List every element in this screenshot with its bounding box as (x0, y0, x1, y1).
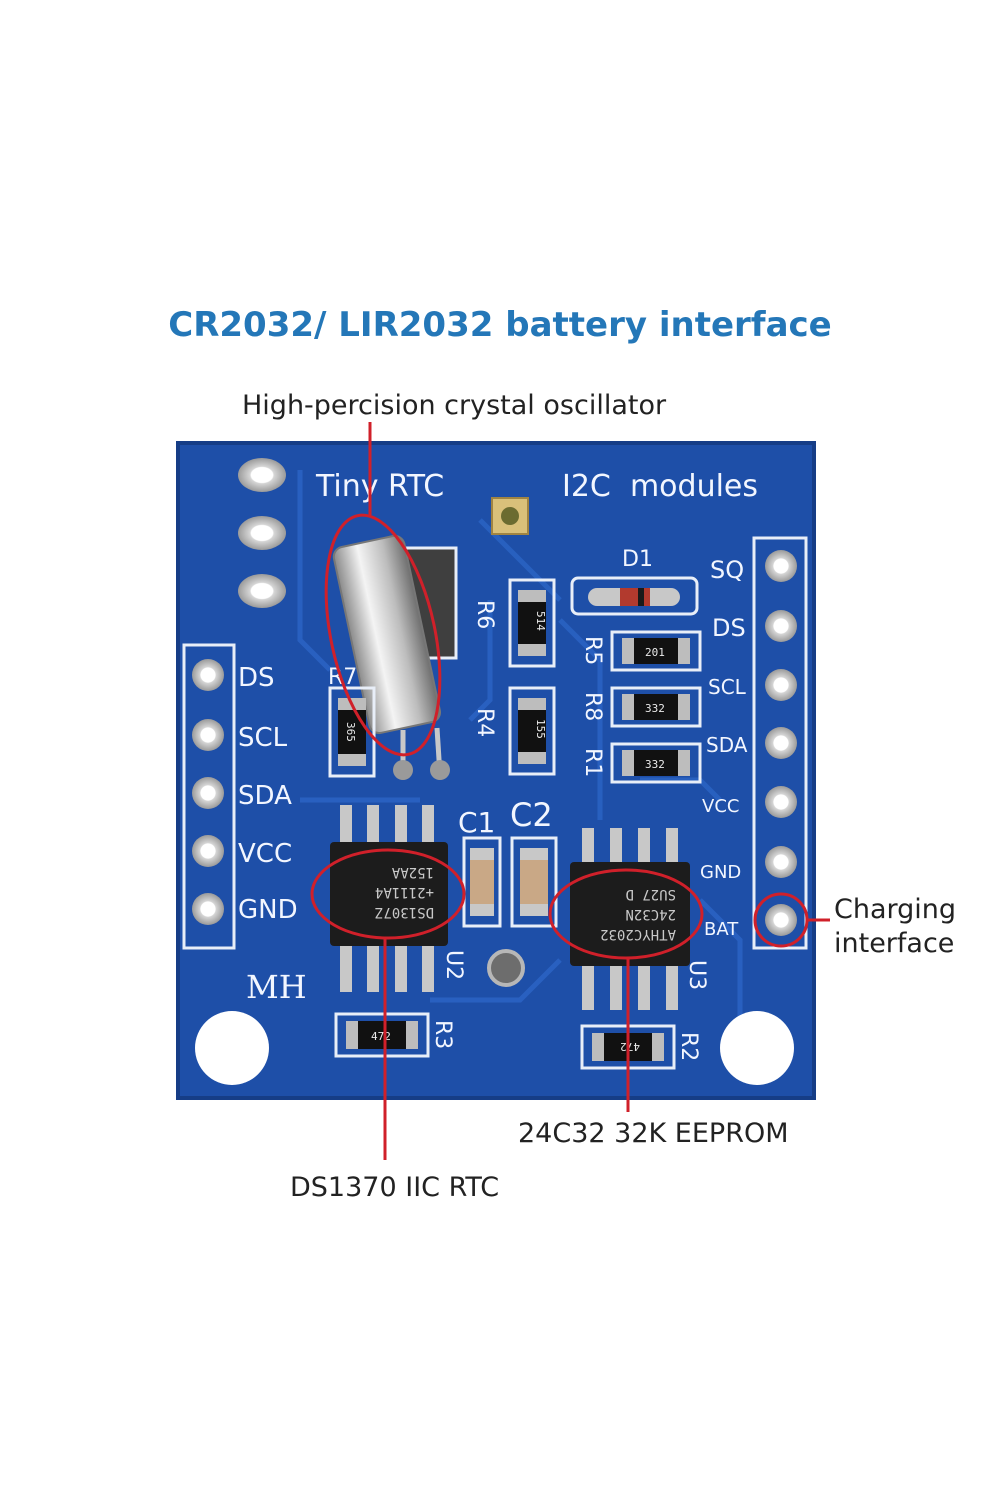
eeprom-chip-u3: ATHYC2032 24C32N SU27 D (570, 828, 690, 1010)
eeprom-chip-line-2: 24C32N (625, 906, 676, 922)
silk-r1: R1 (580, 748, 605, 777)
resistor-r6: 514 (508, 578, 556, 668)
resistor-r3: 472 (334, 1012, 430, 1058)
right-pin-label-gnd: GND (700, 862, 741, 883)
resistor-r5: 201 (610, 630, 702, 672)
resistor-r7: 365 (328, 686, 376, 778)
resistor-code-r4: 155 (534, 719, 547, 739)
left-pin-label-vcc: VCC (238, 839, 292, 869)
resistor-r8: 332 (610, 686, 702, 728)
left-pin-label-gnd: GND (238, 895, 298, 925)
eeprom-chip-line-1: ATHYC2032 (600, 926, 676, 942)
right-pin-pads (765, 550, 797, 936)
charging-callout: Charging interface (834, 893, 994, 961)
resistor-code-r7: 365 (344, 722, 357, 742)
rtc-callout: DS1370 IIC RTC (290, 1172, 500, 1203)
rtc-chip-line-1: DS1307Z (375, 904, 434, 920)
silk-u3: U3 (684, 960, 709, 990)
silk-r3: R3 (430, 1020, 455, 1049)
resistor-code-r8: 332 (645, 702, 665, 715)
right-pin-label-sda: SDA (706, 733, 748, 757)
silk-i2c-modules: I2C modules (562, 469, 758, 504)
oscillator-callout: High-percision crystal oscillator (242, 390, 667, 421)
resistor-code-r2: 472 (620, 1040, 640, 1053)
eeprom-callout: 24C32 32K EEPROM (518, 1118, 789, 1149)
capacitor-c1 (462, 836, 502, 928)
rtc-highlight (310, 848, 466, 940)
silk-d1: D1 (622, 547, 653, 572)
resistor-code-r5: 201 (645, 646, 665, 659)
silk-r2: R2 (676, 1032, 701, 1061)
charging-callout-line-1: Charging (834, 894, 957, 925)
led (491, 497, 529, 535)
silk-r6: R6 (472, 600, 497, 629)
mounting-hole-left (195, 1011, 269, 1085)
page-title: CR2032/ LIR2032 battery interface (168, 305, 832, 345)
left-pin-label-ds: DS (238, 663, 275, 693)
left-pin-pads (192, 659, 224, 925)
resistor-r1: 332 (610, 742, 702, 784)
silk-c2: C2 (510, 796, 553, 834)
rtc-chip-u2: DS1307Z +2111A4 152AA (330, 805, 448, 992)
resistor-code-r6: 514 (534, 611, 547, 631)
silk-c1: C1 (458, 806, 495, 839)
left-pin-label-sda: SDA (238, 781, 292, 811)
silk-tiny-rtc: Tiny RTC (315, 469, 444, 504)
pcb-board (178, 443, 814, 1098)
highlight-annotations (310, 422, 830, 1160)
crystal-oscillator (332, 534, 441, 735)
battery-pads (238, 458, 286, 608)
silk-r5: R5 (580, 636, 605, 665)
right-pin-label-bat: BAT (704, 919, 739, 940)
silk-maker: MH (246, 968, 307, 1006)
right-pin-label-ds: DS (712, 614, 746, 642)
rtc-chip-line-3: 152AA (391, 864, 434, 880)
resistor-code-r1: 332 (645, 758, 665, 771)
left-pin-label-scl: SCL (238, 723, 288, 753)
right-pin-label-vcc: VCC (702, 796, 739, 817)
eeprom-chip-line-3: SU27 D (625, 886, 676, 902)
charging-callout-line-2: interface (834, 928, 955, 959)
eeprom-highlight (548, 868, 704, 960)
rtc-chip-line-2: +2111A4 (375, 884, 434, 900)
via-hole (487, 949, 525, 987)
resistor-code-r3: 472 (371, 1030, 391, 1043)
right-pin-label-sq: SQ (710, 556, 744, 584)
silk-r8: R8 (580, 692, 605, 721)
silk-u2: U2 (441, 950, 466, 980)
mounting-hole-right (720, 1011, 794, 1085)
capacitor-c2 (510, 836, 558, 928)
resistor-r4: 155 (508, 686, 556, 776)
right-pin-label-scl: SCL (708, 675, 747, 699)
silk-r4: R4 (472, 708, 497, 737)
oscillator-highlight (324, 513, 442, 757)
